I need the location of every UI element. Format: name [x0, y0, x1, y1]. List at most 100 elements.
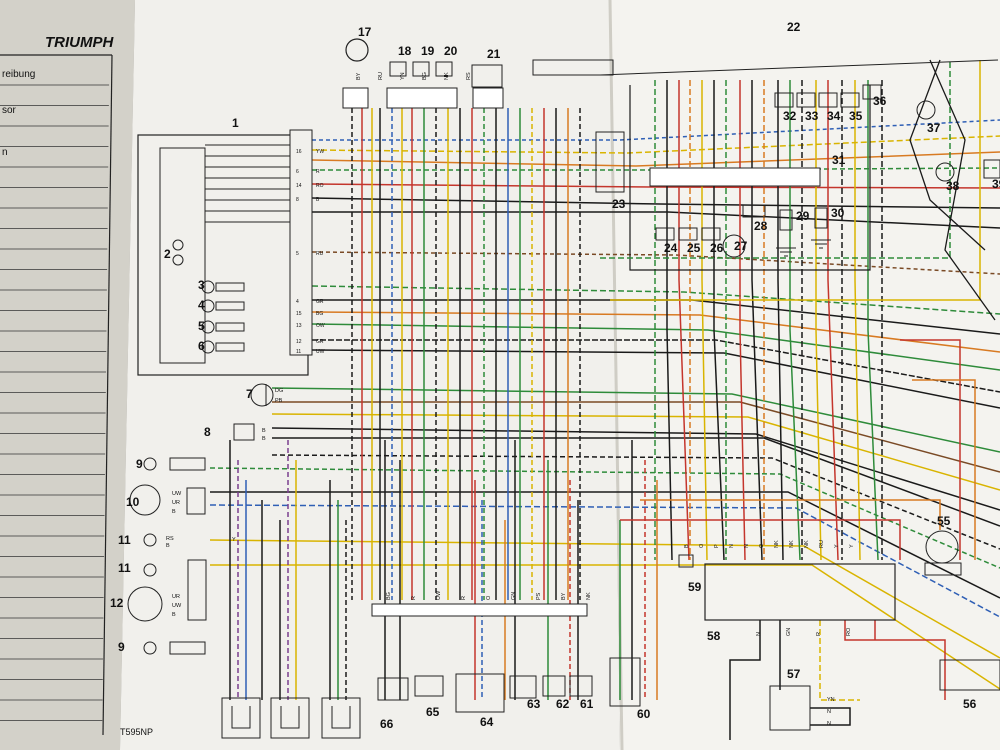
connector-pin-color: UW — [316, 349, 325, 355]
wire — [713, 80, 725, 561]
wire-color-label: Y — [834, 544, 840, 548]
right-edge-components — [916, 100, 1000, 182]
component-number: 62 — [556, 697, 570, 711]
wire-color-label: RU — [378, 72, 384, 80]
wire — [620, 519, 901, 560]
wire-color-label: NK — [774, 540, 780, 548]
wire — [600, 60, 951, 259]
wire-color-label: B — [172, 612, 176, 618]
component-number: 17 — [358, 25, 372, 39]
wire-color-label: P — [714, 544, 720, 548]
footer-code: T595NP — [120, 727, 153, 737]
connector-pin-number: 16 — [296, 149, 302, 155]
component-12 — [127, 586, 163, 622]
wire-color-label: O — [699, 543, 705, 548]
component-number: 36 — [873, 94, 887, 108]
bulb-socket — [215, 322, 245, 332]
connector-pin-color: R — [316, 169, 320, 175]
wire-color-label: N — [827, 721, 831, 727]
wire — [789, 80, 801, 561]
wire — [827, 80, 839, 561]
bulb-icon — [172, 239, 184, 251]
wire — [209, 467, 1000, 569]
component-number: 59 — [688, 580, 702, 594]
component-number: 11 — [118, 533, 131, 547]
component-number: 28 — [754, 219, 768, 233]
component-57 — [769, 685, 811, 731]
wire — [311, 323, 1000, 371]
connector-pin-number: 5 — [296, 251, 299, 257]
form-lines — [0, 84, 110, 721]
component-7 — [250, 383, 274, 407]
wire — [810, 707, 851, 726]
component-1-block — [137, 129, 313, 376]
block1-bulbs — [172, 144, 290, 354]
wire-color-label: R — [411, 596, 417, 600]
component-number: 6 — [198, 339, 205, 353]
connector-pin-color: BG — [316, 311, 323, 317]
wire — [701, 80, 708, 561]
wire-color-label: DG — [275, 388, 283, 394]
wire-color-label: RU — [819, 540, 825, 548]
connector-pin-number: 4 — [296, 299, 299, 305]
wire — [311, 285, 1000, 315]
bottom-components-61-66 — [377, 657, 641, 713]
wire — [640, 499, 941, 530]
component-number: 57 — [787, 667, 801, 681]
wire-color-label: UR — [172, 500, 180, 506]
component-number: 3 — [198, 278, 205, 292]
wire-color-label: B — [262, 436, 266, 442]
connector-pin-color: RO — [316, 183, 324, 189]
wire — [271, 413, 1000, 491]
wire — [739, 80, 746, 561]
wire-color-label: YN — [827, 697, 835, 703]
component-number: 63 — [527, 697, 541, 711]
wire-color-label: B — [262, 428, 266, 434]
wire — [271, 387, 1000, 453]
component-number: 32 — [783, 109, 797, 123]
connector-pin-color: RU — [316, 251, 324, 257]
component-number: 18 — [398, 44, 412, 58]
bottom-connector-strip — [371, 603, 588, 617]
bulb-socket — [215, 282, 245, 292]
wire-color-label: BG — [386, 592, 392, 600]
wire-color-label: B — [172, 509, 176, 515]
connector-17 — [342, 38, 369, 109]
bulb-socket — [215, 342, 245, 352]
component-number: 30 — [831, 206, 845, 220]
wire — [666, 80, 673, 561]
wire-color-label: NK — [804, 540, 810, 548]
connector-23 — [595, 131, 625, 193]
component-number: 60 — [637, 707, 651, 721]
component-number: 10 — [126, 495, 140, 509]
wire-color-label: BG — [422, 72, 428, 80]
wire-color-label: GN — [511, 592, 517, 600]
connector-18-20 — [386, 61, 458, 109]
wire-color-label: BY — [356, 72, 362, 80]
wire — [777, 80, 784, 561]
component-number: 33 — [805, 109, 819, 123]
wire — [867, 80, 879, 561]
left-form — [0, 54, 113, 736]
wire — [844, 620, 946, 700]
wire-color-label: Y — [232, 537, 236, 543]
wire-layer — [209, 59, 1000, 740]
component-number: 35 — [849, 109, 863, 123]
left-page — [0, 0, 135, 750]
wire — [929, 59, 996, 321]
component-number: 31 — [832, 153, 846, 167]
component-number: 20 — [444, 44, 458, 58]
sensors-24-30 — [655, 204, 831, 258]
wire — [311, 349, 1000, 409]
wire-color-label: B — [166, 543, 170, 549]
wire — [311, 135, 1000, 154]
wire — [312, 211, 1000, 229]
wire-color-label: O — [759, 543, 765, 548]
wire — [271, 454, 1000, 550]
wire — [729, 620, 761, 740]
component-number: 66 — [380, 717, 394, 731]
wire-color-label: R — [816, 632, 822, 636]
